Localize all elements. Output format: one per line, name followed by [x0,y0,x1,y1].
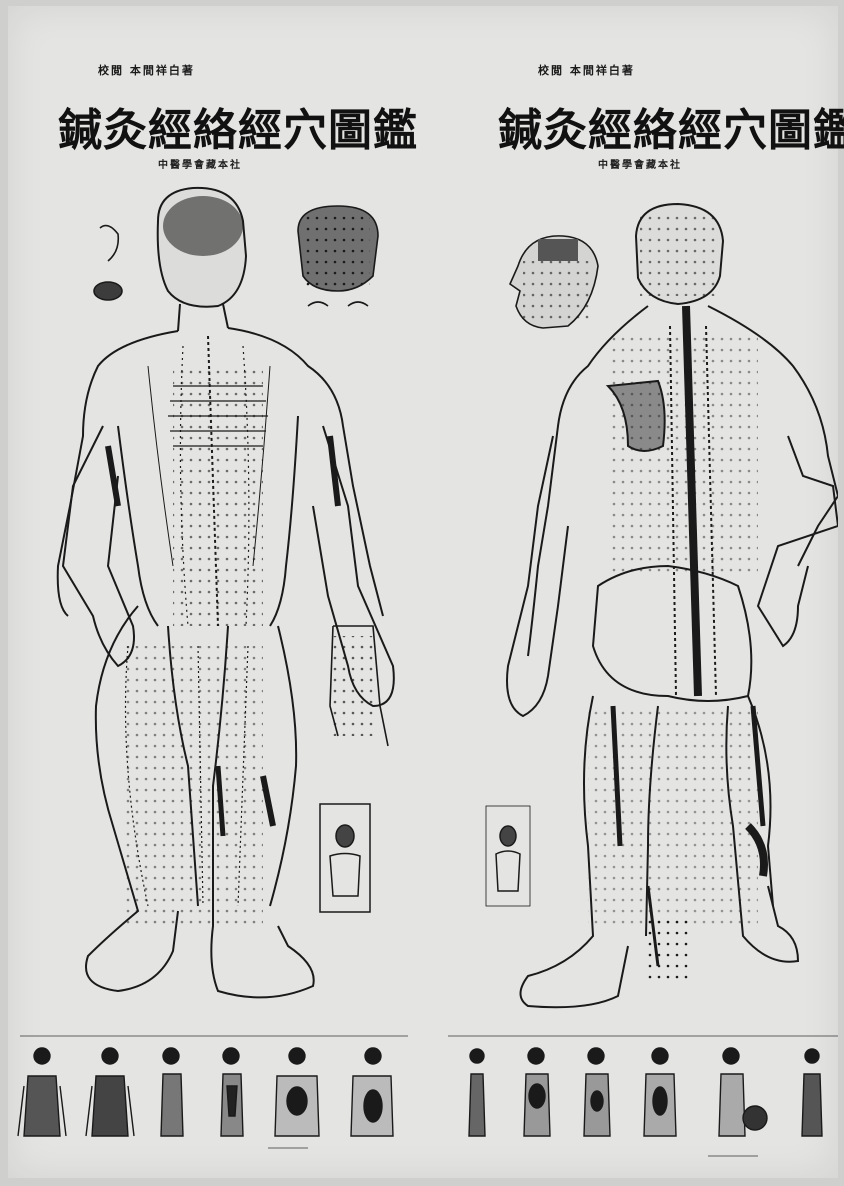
organ-diagram-strip [18,1048,822,1136]
head-top-figure [298,206,378,306]
acupuncture-illustrations [8,6,838,1178]
poster-sheet: 校閲 本間祥白著 鍼灸經絡經穴圖鑑 中醫學會藏本社 校閲 本間祥白著 鍼灸經絡經… [8,6,838,1178]
organ-inset [320,804,370,912]
organ-inset [486,806,530,906]
anterior-body-figure [58,188,394,998]
strip-caption-rules [20,1036,838,1156]
hand-inset [330,626,388,746]
ear-figure [94,226,122,300]
head-profile-figure [510,236,598,328]
